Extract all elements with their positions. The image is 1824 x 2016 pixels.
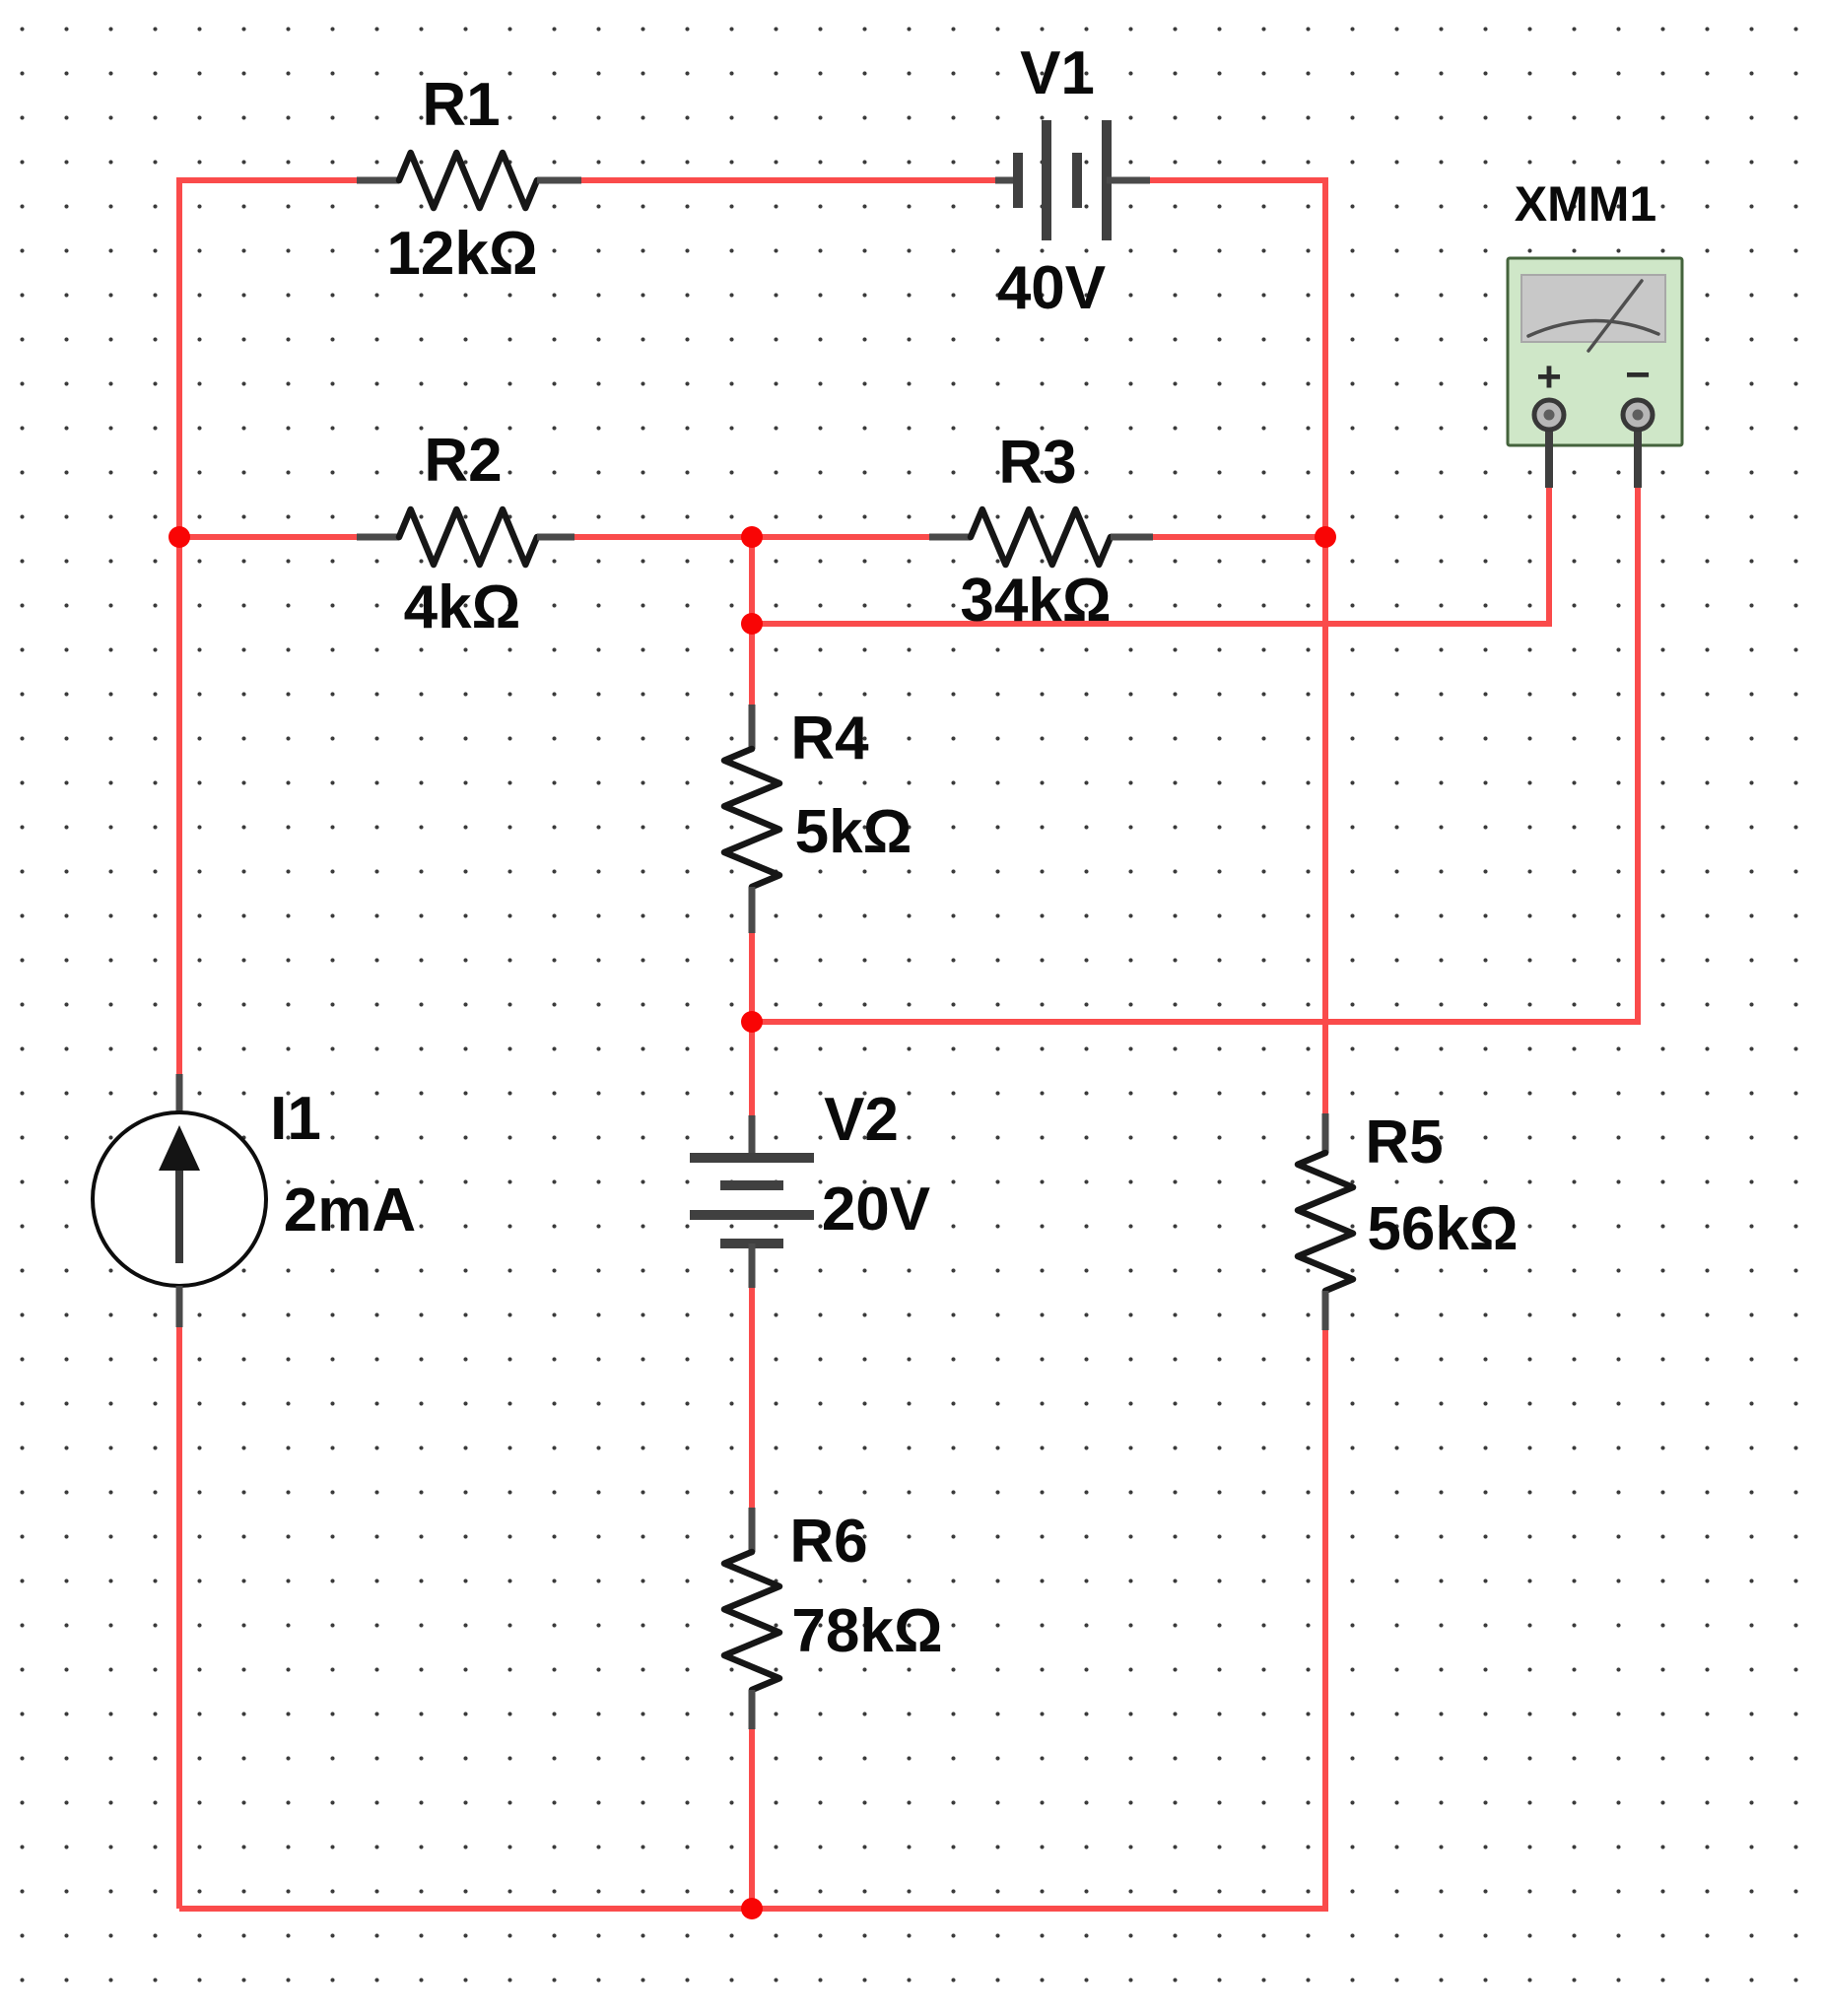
i1-value-label: 2mA (284, 1176, 416, 1244)
minus-sign-label: − (1625, 351, 1651, 399)
junction-dot (741, 1011, 763, 1033)
resistor-zigzag (720, 1548, 783, 1694)
r1-ref-label: R1 (422, 71, 500, 139)
junction-dot (169, 526, 190, 548)
wire-meter-plus[interactable] (752, 488, 1552, 627)
r1-value-label: 12kΩ (386, 220, 537, 288)
junction-dot (741, 613, 763, 635)
component-r4[interactable]: R4 5kΩ (720, 705, 912, 933)
plus-sign-label: + (1536, 353, 1562, 401)
r4-ref-label: R4 (790, 705, 869, 773)
r2-value-label: 4kΩ (404, 573, 521, 641)
r6-value-label: 78kΩ (791, 1597, 942, 1665)
v1-ref-label: V1 (1020, 39, 1095, 107)
resistor-zigzag (720, 745, 783, 891)
wire-top-right-and-right-vertical[interactable] (1150, 177, 1328, 1113)
component-r6[interactable]: R6 78kΩ (720, 1508, 943, 1729)
r6-ref-label: R6 (789, 1508, 867, 1576)
component-i1[interactable]: I1 2mA (91, 1074, 416, 1327)
plus-terminal-pin (1543, 409, 1555, 421)
r3-value-label: 34kΩ (960, 567, 1111, 635)
component-v1[interactable]: V1 40V (995, 39, 1150, 322)
r4-value-label: 5kΩ (795, 798, 912, 866)
component-r5[interactable]: R5 56kΩ (1294, 1109, 1519, 1330)
up-arrow-head-icon (159, 1125, 200, 1171)
resistor-zigzag (1294, 1149, 1357, 1295)
resistor-zigzag (395, 149, 541, 212)
v1-value-label: 40V (997, 254, 1106, 322)
wires (176, 177, 1641, 1912)
component-r3[interactable]: R3 34kΩ (929, 429, 1153, 635)
v2-ref-label: V2 (824, 1086, 899, 1154)
component-xmm1[interactable]: XMM1 + − (1506, 176, 1684, 488)
r5-ref-label: R5 (1365, 1109, 1443, 1176)
junction-dot (1315, 526, 1336, 548)
gauge-needle-icon (1587, 279, 1644, 353)
r3-ref-label: R3 (998, 429, 1076, 497)
analog-needle-gauge-icon (1526, 318, 1660, 338)
r2-ref-label: R2 (424, 427, 502, 495)
wire-topleft-and-left-upper[interactable] (176, 177, 357, 1074)
resistor-zigzag (395, 505, 541, 569)
wire-r5-bottom-and-bottom-row[interactable] (179, 1330, 1328, 1912)
component-v2[interactable]: V2 20V (690, 1086, 930, 1288)
minus-terminal-pin (1632, 409, 1644, 421)
junction-dot (741, 526, 763, 548)
junction-dots (169, 526, 1336, 1919)
junction-dot (741, 1898, 763, 1919)
component-r1[interactable]: R1 12kΩ (357, 71, 581, 288)
wire-meter-minus[interactable] (752, 488, 1641, 1025)
v2-value-label: 20V (822, 1176, 930, 1243)
i1-ref-label: I1 (270, 1085, 321, 1153)
xmm1-ref-label: XMM1 (1515, 176, 1656, 232)
r5-value-label: 56kΩ (1367, 1195, 1518, 1263)
resistor-zigzag (967, 505, 1115, 569)
component-r2[interactable]: R2 4kΩ (357, 427, 574, 641)
